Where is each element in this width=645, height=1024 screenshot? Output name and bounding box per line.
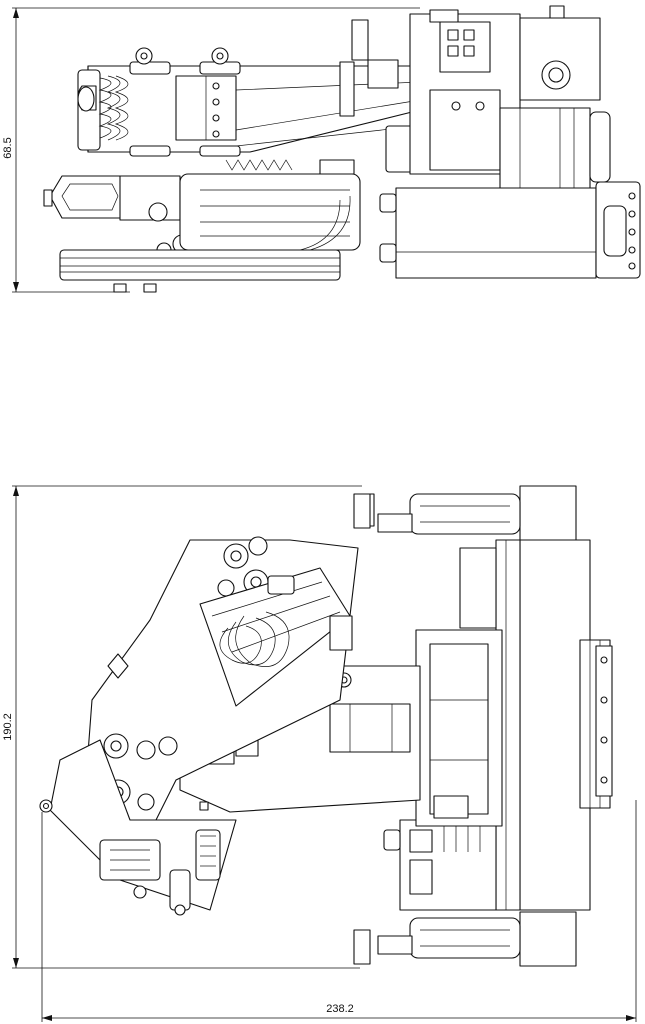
dimension-label-68-5: 68.5 [2, 137, 14, 158]
side-view: 68.5 [2, 5, 641, 293]
top-linkage [39, 739, 237, 916]
dimension-label-190-2: 190.2 [2, 713, 14, 741]
top-turntable [415, 629, 503, 827]
top-base [353, 485, 613, 967]
dimension-width-top: 238.2 [41, 800, 637, 1022]
top-view: 190.2 238.2 [2, 485, 637, 1022]
dimension-height-top: 190.2 [2, 485, 362, 969]
side-jib [43, 159, 361, 293]
side-base [379, 5, 641, 279]
side-boom [77, 19, 421, 173]
dimension-height-side: 68.5 [2, 7, 420, 293]
dimension-label-238-2: 238.2 [326, 1003, 354, 1015]
top-jib [85, 536, 359, 833]
